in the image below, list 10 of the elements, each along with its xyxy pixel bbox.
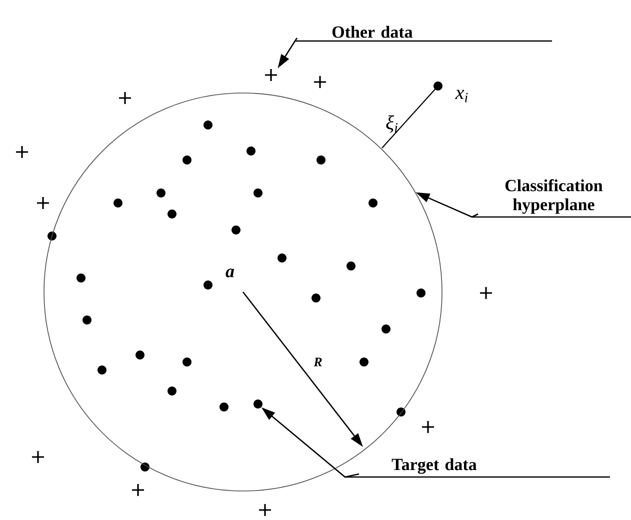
math-label: ξ$_{i}$ (386, 115, 398, 133)
math-label: x$_{i}$ (455, 90, 468, 102)
math-label: a (226, 268, 234, 278)
target-point (254, 400, 262, 408)
hypersphere-boundary (44, 92, 442, 492)
callout-label: Other data (332, 26, 413, 38)
math-label: R (314, 358, 322, 366)
outlier-mark (264, 68, 278, 82)
callout-label: Classification hyperplane (505, 179, 603, 214)
callout-label: Target data (392, 458, 477, 474)
